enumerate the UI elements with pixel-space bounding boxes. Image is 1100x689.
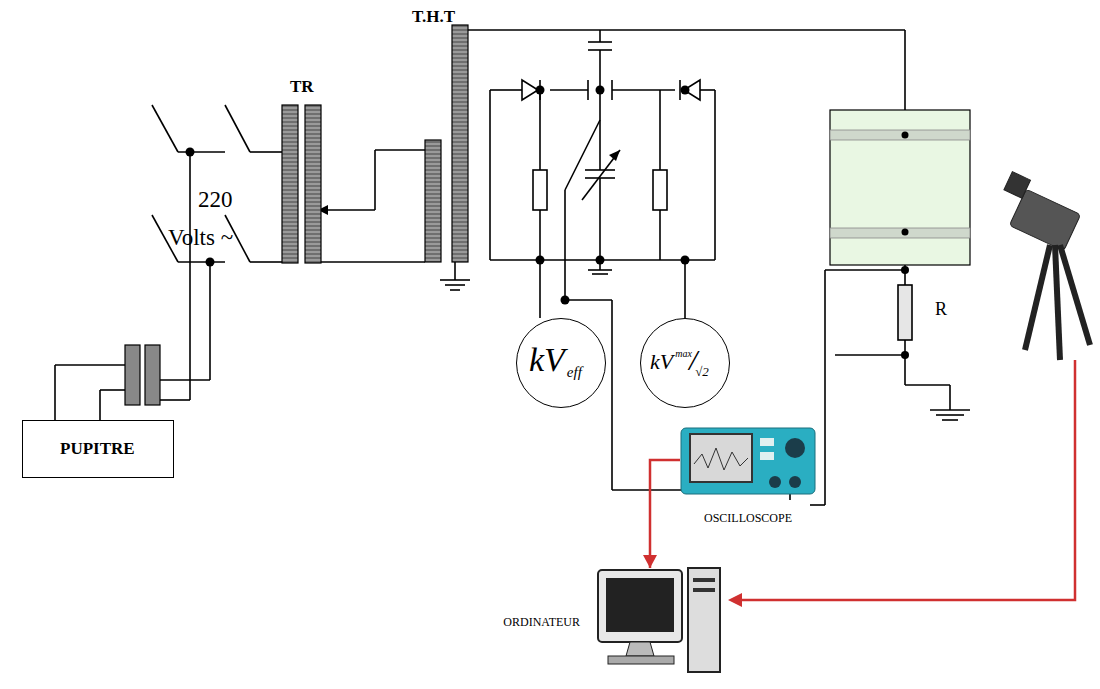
meter-text: kV: [650, 351, 673, 373]
link-line: [650, 460, 680, 568]
computer-icon: [590, 556, 726, 686]
device-label: OSCILLOSCOPE: [704, 512, 792, 524]
voltmeter-circle: kVeff: [516, 318, 606, 408]
oscilloscope: OSCILLOSCOPE: [680, 424, 816, 504]
data-link-arrow: [643, 460, 680, 568]
voltage-label: Volts ~: [168, 226, 233, 249]
arrow-head: [643, 555, 657, 568]
meter-subscript: eff: [567, 365, 582, 380]
fraction-denominator: √2: [695, 365, 709, 378]
transformer-label: TR: [290, 78, 314, 95]
voltmeter-circle: kVmax/√2: [640, 318, 730, 408]
box-text: PUPITRE: [60, 440, 135, 457]
oscilloscope-icon: [680, 424, 816, 496]
computer: ORDINATEUR: [590, 556, 726, 686]
control-desk-box: PUPITRE: [22, 420, 174, 478]
device-label: ORDINATEUR: [503, 616, 580, 628]
transformer-label: T.H.T: [412, 8, 455, 25]
meter-text: kV: [529, 343, 565, 377]
voltage-label: 220: [198, 188, 233, 211]
resistor-label: R: [935, 300, 947, 318]
